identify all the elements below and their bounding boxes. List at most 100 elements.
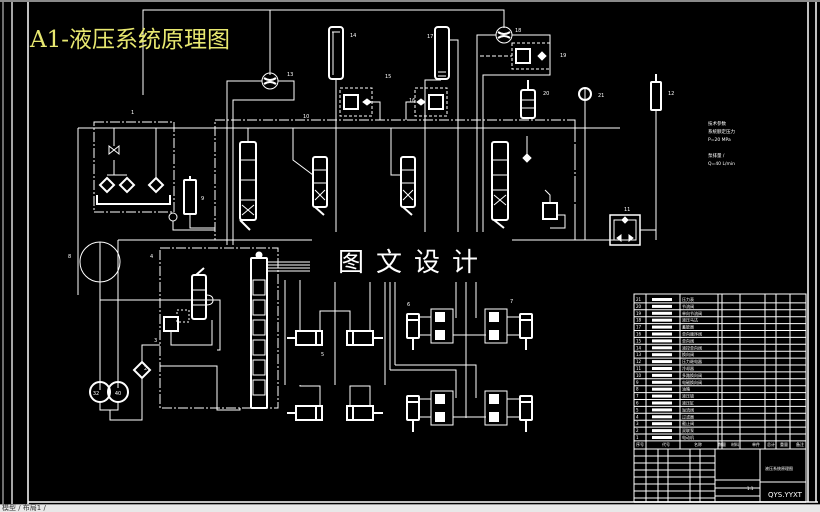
component-number-label: 14 xyxy=(350,33,356,39)
layout-tabs-bar[interactable]: 模型 / 布局1 / xyxy=(0,504,820,512)
note-line: Q=40 L/min xyxy=(708,162,735,167)
bom-row-number: 12 xyxy=(636,359,642,364)
title-block-code: QYS.YYXT xyxy=(768,491,803,499)
directional-valve-e xyxy=(191,267,214,320)
cooler-11 xyxy=(609,214,656,246)
bom-row-name: 液压马达 xyxy=(682,317,698,323)
bom-code-placeholder xyxy=(652,367,672,370)
watermark-text: 图文设计 xyxy=(338,248,491,278)
technical-notes: 技术参数 系统额定压力 P=20 MPa 泵排量 / Q=40 L/min xyxy=(708,121,735,169)
bom-header-cell: 序号 xyxy=(636,441,644,447)
bom-row-number: 9 xyxy=(636,380,639,385)
directional-valve-c xyxy=(390,128,416,216)
bom-code-placeholder xyxy=(652,318,672,322)
watermark-box: 图文设计 xyxy=(312,232,512,282)
relief-valve-5 xyxy=(163,309,213,346)
valve-block-4 xyxy=(159,247,279,409)
electromagnetic-valve-9 xyxy=(183,176,215,229)
accumulator-17 xyxy=(424,26,459,245)
bom-row-number: 3 xyxy=(636,421,639,426)
component-number-label: 1 xyxy=(131,110,134,116)
component-number-label: 17 xyxy=(427,34,433,40)
accumulator-14 xyxy=(328,26,344,260)
bom-row-name: 液压缸 xyxy=(682,400,694,406)
bom-row-name: 截止阀 xyxy=(682,420,694,426)
throttle-check-valve-19 xyxy=(480,42,551,70)
bom-row-name: 换向阀 xyxy=(682,351,694,357)
bom-row-name: 冷却器 xyxy=(682,365,694,371)
bom-row-number: 4 xyxy=(636,414,639,419)
bom-row-name: 压力表 xyxy=(682,296,694,302)
bom-row-number: 16 xyxy=(636,332,642,337)
bom-code-placeholder xyxy=(652,387,672,391)
bom-header-cell: 材料 xyxy=(731,441,739,447)
component-number-label: 19 xyxy=(560,53,566,59)
bom-code-placeholder xyxy=(652,401,672,405)
bom-code-placeholder xyxy=(652,436,672,439)
component-number-label: 6 xyxy=(407,302,410,308)
bom-row-name: 溢流阀 xyxy=(682,406,694,412)
hydraulic-motor-13 xyxy=(226,72,295,245)
note-line: 技术参数 xyxy=(708,122,726,127)
bom-code-placeholder xyxy=(652,325,672,329)
bom-row-name: 过滤器 xyxy=(682,413,694,419)
pressure-gauge-21 xyxy=(578,87,592,240)
bom-row-number: 11 xyxy=(636,366,642,371)
directional-valve-b xyxy=(292,128,328,216)
bom-row-number: 21 xyxy=(636,297,642,302)
bom-row-name: 油箱 xyxy=(682,386,690,392)
layout-tabs[interactable]: 模型 / 布局1 / xyxy=(2,504,46,512)
bom-header-cell: 单件 xyxy=(752,441,760,447)
filter-3 xyxy=(132,344,160,380)
directional-valve-d xyxy=(491,141,509,229)
drawing-title: A1-液压系统原理图 xyxy=(30,27,231,53)
bom-code-placeholder xyxy=(652,408,672,412)
bom-row-number: 20 xyxy=(636,304,642,309)
bom-table-lines xyxy=(633,294,807,502)
note-line: P=20 MPa xyxy=(708,138,731,143)
bom-row-number: 7 xyxy=(636,394,639,399)
pressure-relay-12 xyxy=(650,74,662,240)
bom-row-number: 8 xyxy=(636,387,639,392)
note-line: 系统额定压力 xyxy=(708,130,735,135)
title-block-drawing-name: 液压系统原理图 xyxy=(765,465,793,471)
relief-valve xyxy=(542,189,566,229)
bom-row-number: 13 xyxy=(636,352,642,357)
window-top-edge xyxy=(0,0,820,2)
bom-row-name: 节流阀 xyxy=(682,303,694,309)
bom-row-name: 蓄能器 xyxy=(682,324,694,330)
pump-label: 40 xyxy=(115,391,121,397)
component-number-label: 9 xyxy=(201,196,204,202)
electric-motor-8 xyxy=(79,241,121,390)
component-number-label: 13 xyxy=(287,72,293,78)
check-valve-small xyxy=(522,136,532,163)
component-number-label: 5 xyxy=(321,352,324,358)
bom-row-number: 19 xyxy=(636,311,642,316)
bom-row-number: 17 xyxy=(636,325,642,330)
component-number-label: 11 xyxy=(624,207,630,213)
bom-row-number: 5 xyxy=(636,407,639,412)
bom-row-name: 单向节流阀 xyxy=(682,310,702,316)
bom-row-number: 14 xyxy=(636,345,642,350)
component-number-label: 7 xyxy=(510,299,513,305)
component-number-label: 21 xyxy=(598,93,604,99)
gauge-small xyxy=(168,212,215,231)
directional-valve-a xyxy=(239,128,257,231)
bom-code-placeholder xyxy=(652,373,672,377)
component-number-label: 2 xyxy=(144,366,147,372)
bom-row-name: 液压锁 xyxy=(682,393,694,399)
bom-row-name: 电磁换向阀 xyxy=(682,379,702,385)
bom-code-placeholder xyxy=(652,353,672,357)
bom-row-number: 15 xyxy=(636,338,642,343)
bom-row-number: 1 xyxy=(636,435,639,440)
note-line: 泵排量 / xyxy=(708,154,725,159)
throttle-valve-20 xyxy=(520,80,536,119)
bom-row-name: 双联泵 xyxy=(682,427,694,433)
throttle-check-valve-15 xyxy=(339,87,381,120)
bom-code-placeholder xyxy=(652,360,672,364)
valve-block-10 xyxy=(214,119,576,241)
bom-header-cell: 备注 xyxy=(796,441,804,447)
bom-code-placeholder xyxy=(652,380,672,384)
bom-row-number: 6 xyxy=(636,401,639,406)
